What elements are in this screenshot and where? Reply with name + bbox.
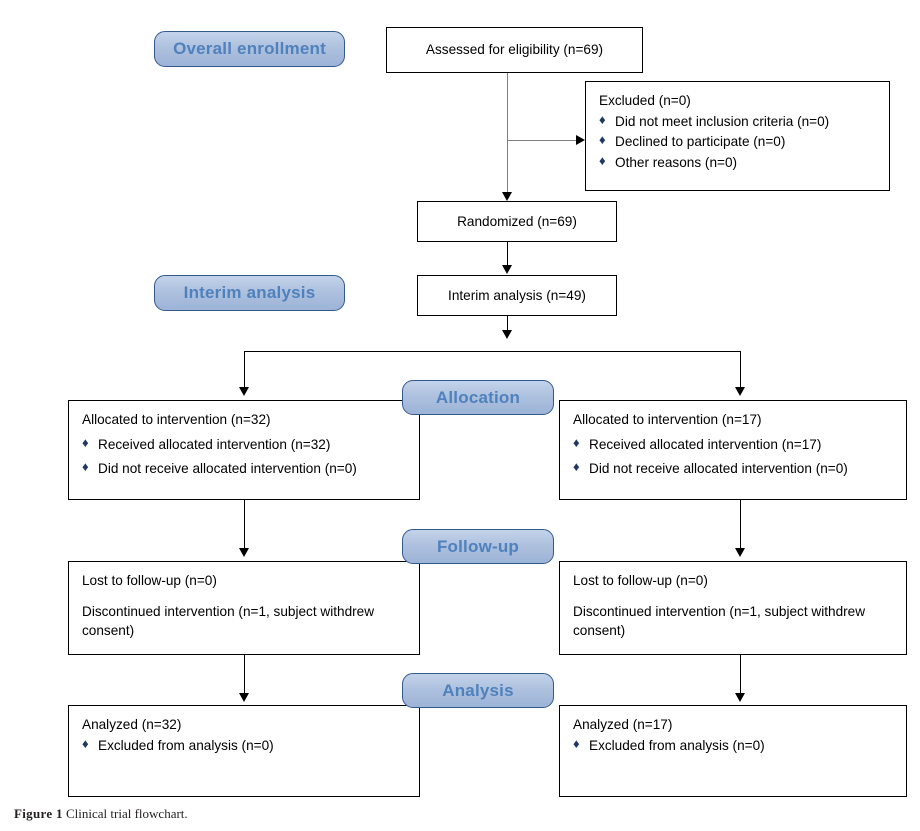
diamond-bullet-icon: ♦ (599, 132, 606, 148)
list-item: ♦ Did not meet inclusion criteria (n=0) (599, 112, 877, 132)
diamond-bullet-icon: ♦ (82, 434, 89, 450)
figure-caption: Figure 1 Clinical trial flowchart. (14, 806, 188, 822)
node-analysis-right: Analyzed (n=17) ♦ Excluded from analysis… (559, 705, 907, 797)
arrow-to-analysis-left (238, 693, 249, 702)
stage-badge-allocation: Allocation (402, 380, 554, 415)
list-item: ♦ Other reasons (n=0) (599, 153, 877, 173)
analysis-right-bullet-list: ♦ Excluded from analysis (n=0) (573, 736, 894, 756)
list-item-label: Excluded from analysis (n=0) (98, 737, 274, 753)
list-item: ♦ Excluded from analysis (n=0) (82, 736, 407, 756)
stage-badge-label: Allocation (435, 387, 521, 407)
diamond-bullet-icon: ♦ (573, 434, 580, 450)
connector-to-excluded (507, 140, 577, 141)
stage-badge-interim-analysis: Interim analysis (154, 275, 345, 311)
connector-split-left-down (244, 351, 245, 389)
connector-split-horizontal (244, 351, 741, 352)
arrow-to-analysis-right (734, 693, 745, 702)
connector-eligibility-to-randomized (507, 73, 508, 194)
stage-badge-analysis: Analysis (402, 673, 554, 708)
node-followup-right: Lost to follow-up (n=0) Discontinued int… (559, 561, 907, 655)
arrow-to-followup-left (238, 548, 249, 557)
node-line-2: Discontinued intervention (n=1, subject … (573, 603, 866, 639)
node-interim-analysis: Interim analysis (n=49) (417, 275, 617, 316)
line-spacer (573, 591, 894, 602)
node-text: Randomized (n=69) (457, 213, 577, 229)
arrow-to-allocation-right (734, 387, 745, 396)
list-item-label: Did not receive allocated intervention (… (589, 461, 848, 477)
node-randomized: Randomized (n=69) (417, 201, 617, 242)
node-heading: Excluded (n=0) (599, 93, 691, 108)
connector-interim-down (507, 316, 508, 332)
arrow-to-interim (501, 265, 512, 274)
allocation-left-bullet-list: ♦ Received allocated intervention (n=32)… (82, 435, 407, 479)
arrow-to-allocation-left (238, 387, 249, 396)
figure-caption-text: Clinical trial flowchart. (66, 806, 188, 821)
list-item: ♦ Did not receive allocated intervention… (82, 459, 407, 479)
diamond-bullet-icon: ♦ (573, 735, 580, 751)
connector-allocation-left-to-followup (244, 500, 245, 549)
node-followup-left: Lost to follow-up (n=0) Discontinued int… (68, 561, 420, 655)
node-heading: Analyzed (n=17) (573, 717, 673, 732)
list-item-label: Did not receive allocated intervention (… (98, 461, 357, 477)
node-excluded: Excluded (n=0) ♦ Did not meet inclusion … (585, 81, 890, 191)
node-heading: Allocated to intervention (n=17) (573, 412, 762, 427)
list-item-label: Received allocated intervention (n=17) (589, 436, 822, 452)
stage-badge-overall-enrollment: Overall enrollment (154, 31, 345, 67)
analysis-left-bullet-list: ♦ Excluded from analysis (n=0) (82, 736, 407, 756)
connector-followup-left-to-analysis (244, 655, 245, 694)
list-item-label: Excluded from analysis (n=0) (589, 737, 765, 753)
stage-badge-label: Analysis (442, 680, 514, 700)
line-spacer (82, 591, 407, 602)
stage-badge-label: Follow-up (436, 536, 520, 556)
allocation-right-bullet-list: ♦ Received allocated intervention (n=17)… (573, 435, 894, 479)
diamond-bullet-icon: ♦ (599, 153, 606, 169)
list-item: ♦ Did not receive allocated intervention… (573, 459, 894, 479)
list-item: ♦ Declined to participate (n=0) (599, 132, 877, 152)
diamond-bullet-icon: ♦ (82, 459, 89, 475)
arrow-to-excluded (576, 134, 585, 145)
node-line-1: Lost to follow-up (n=0) (573, 573, 708, 588)
list-item: ♦ Excluded from analysis (n=0) (573, 736, 894, 756)
connector-split-right-down (740, 351, 741, 389)
node-analysis-left: Analyzed (n=32) ♦ Excluded from analysis… (68, 705, 420, 797)
node-heading: Analyzed (n=32) (82, 717, 182, 732)
list-item-label: Received allocated intervention (n=32) (98, 436, 331, 452)
node-line-2: Discontinued intervention (n=1, subject … (82, 603, 375, 639)
node-text: Interim analysis (n=49) (448, 287, 586, 303)
connector-randomized-to-interim (507, 242, 508, 267)
list-item-label: Declined to participate (n=0) (615, 134, 786, 150)
connector-followup-right-to-analysis (740, 655, 741, 694)
stage-badge-label: Interim analysis (183, 283, 316, 302)
node-assessed-for-eligibility: Assessed for eligibility (n=69) (386, 27, 643, 73)
node-allocation-right: Allocated to intervention (n=17) ♦ Recei… (559, 400, 907, 500)
node-line-1: Lost to follow-up (n=0) (82, 573, 217, 588)
node-heading: Allocated to intervention (n=32) (82, 412, 271, 427)
figure-caption-label: Figure 1 (14, 806, 63, 821)
stage-badge-label: Overall enrollment (173, 39, 326, 58)
node-allocation-left: Allocated to intervention (n=32) ♦ Recei… (68, 400, 420, 500)
arrow-to-followup-right (734, 548, 745, 557)
diamond-bullet-icon: ♦ (573, 459, 580, 475)
diamond-bullet-icon: ♦ (599, 111, 606, 127)
list-item: ♦ Received allocated intervention (n=17) (573, 435, 894, 455)
list-item-label: Did not meet inclusion criteria (n=0) (615, 113, 830, 129)
stage-badge-followup: Follow-up (402, 529, 554, 564)
list-item: ♦ Received allocated intervention (n=32) (82, 435, 407, 455)
connector-allocation-right-to-followup (740, 500, 741, 549)
arrow-split-junction (501, 330, 512, 339)
node-text: Assessed for eligibility (n=69) (425, 42, 604, 58)
arrow-to-randomized (501, 192, 512, 201)
list-item-label: Other reasons (n=0) (615, 155, 738, 171)
diamond-bullet-icon: ♦ (82, 735, 89, 751)
excluded-bullet-list: ♦ Did not meet inclusion criteria (n=0) … (599, 112, 877, 173)
